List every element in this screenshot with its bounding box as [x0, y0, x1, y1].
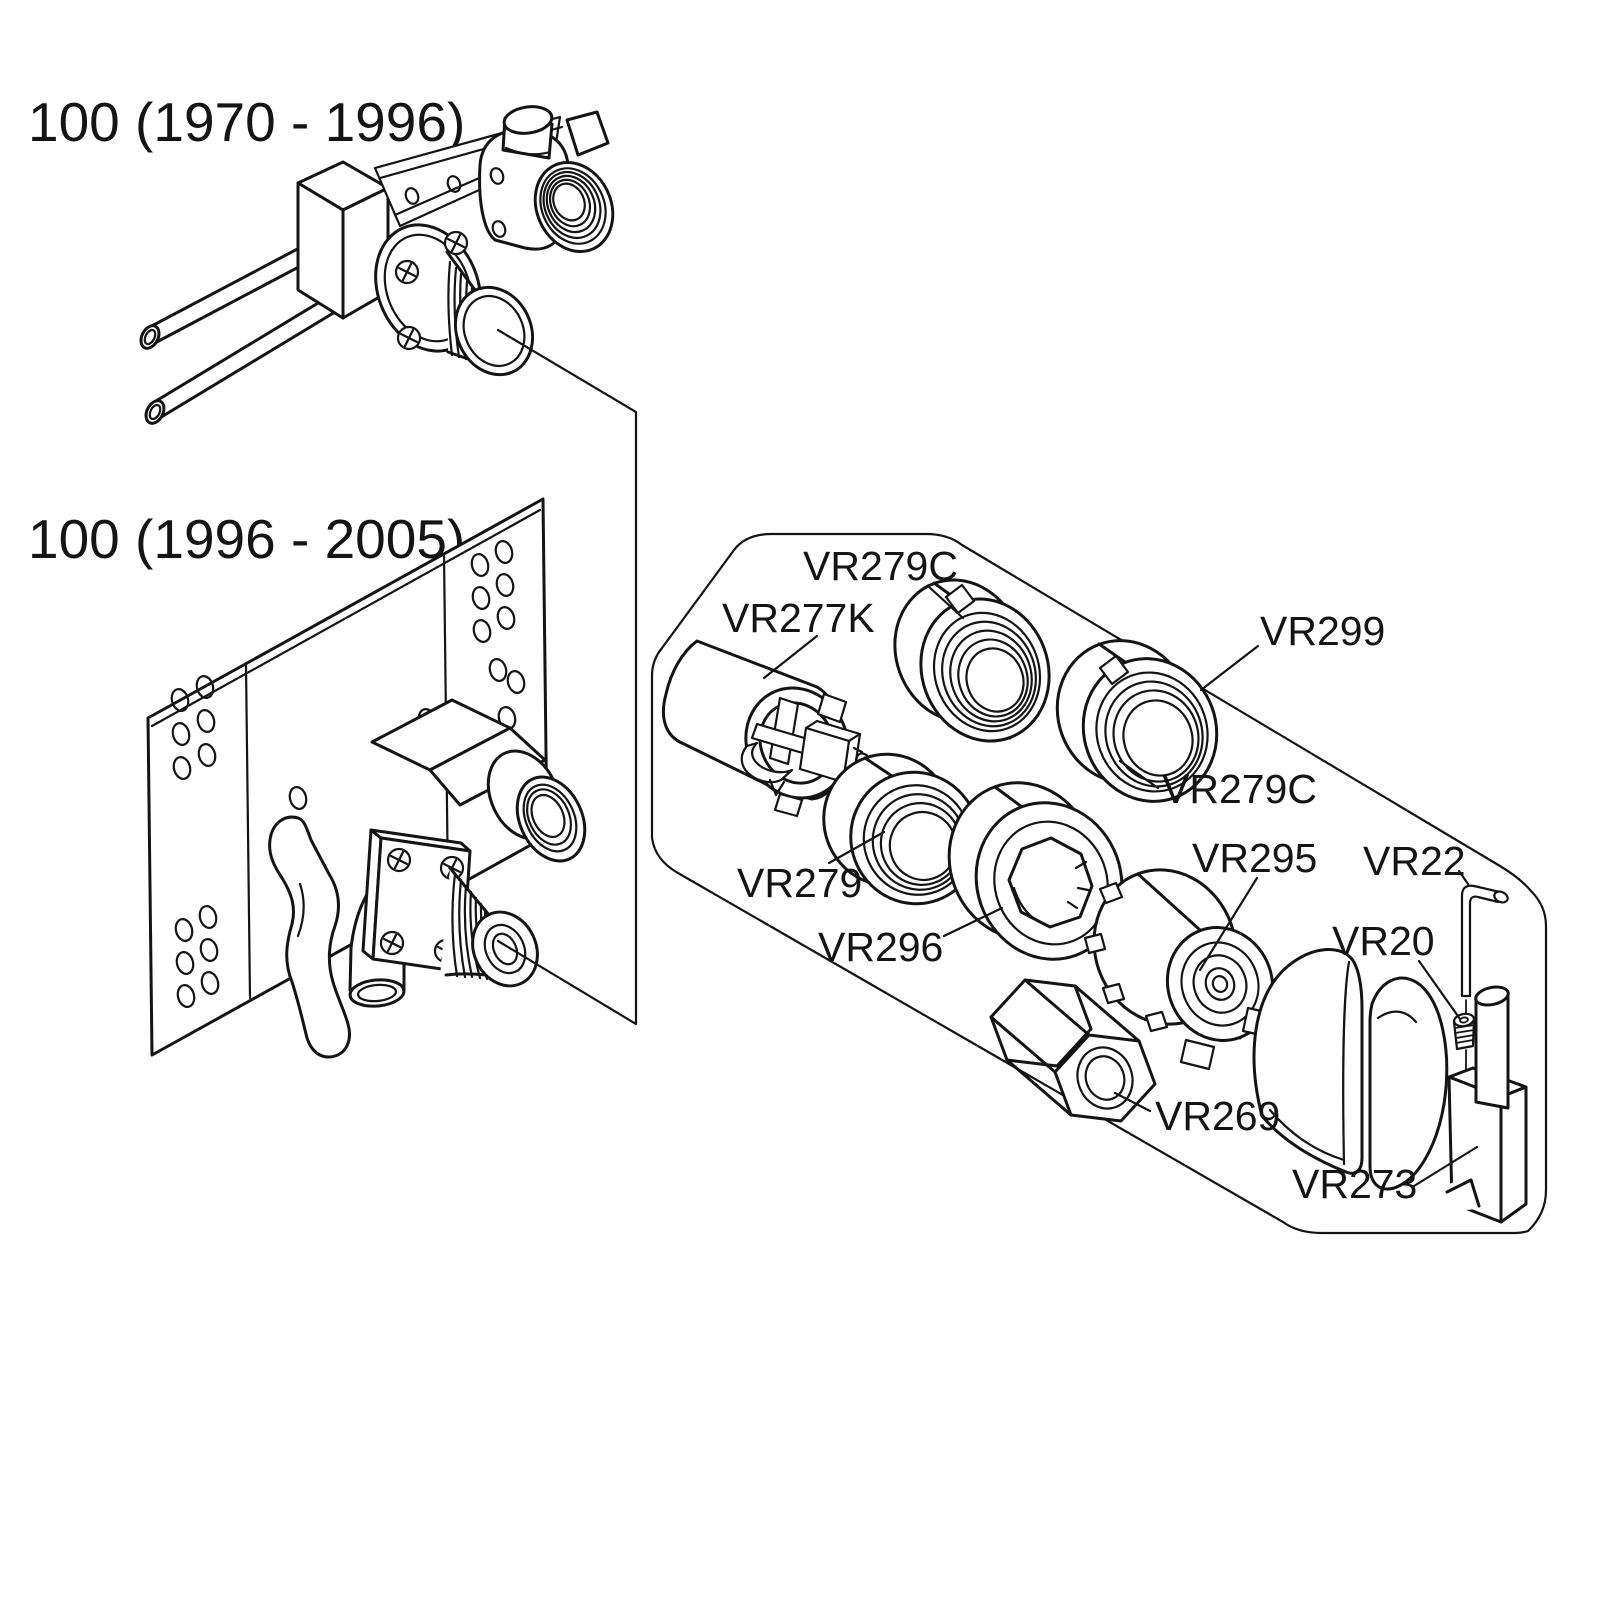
flange-screw [394, 259, 420, 285]
leader-vr279c-top [926, 584, 965, 620]
title-1996-2005: 100 (1996 - 2005) [28, 508, 465, 570]
part-vr279c-sleeve-right [1055, 639, 1219, 803]
callout-leader-lines [762, 584, 1479, 1188]
side-tab [565, 110, 610, 157]
valve-assembly-1970-1996 [139, 105, 615, 425]
leader-vr22 [1457, 869, 1470, 886]
part-label-vr299: VR299 [1260, 608, 1385, 654]
part-label-vr20: VR20 [1332, 918, 1435, 964]
leader-vr273 [1412, 1145, 1479, 1188]
leader-vr269 [1113, 1091, 1152, 1113]
part-label-vr296: VR296 [818, 924, 943, 970]
part-label-vr22: VR22 [1363, 838, 1466, 884]
valve-assembly-1996-2005 [146, 497, 587, 1059]
part-vr22-hex-key [1460, 884, 1509, 1087]
part-label-vr269: VR269 [1155, 1093, 1280, 1139]
trim-kit-panel [650, 532, 1548, 1235]
leader-vr295 [1198, 876, 1259, 972]
leader-vr20 [1417, 959, 1462, 1021]
part-vr295-adjust-dial [1083, 868, 1275, 1071]
flange-screw [386, 847, 412, 873]
leader-vr279c-right [1118, 759, 1160, 790]
cast-elbow [268, 815, 351, 1059]
leader-vr279 [827, 830, 886, 865]
part-label-vr277k: VR277K [722, 595, 875, 641]
leader-vr299 [1199, 644, 1260, 692]
flange-screw [443, 230, 469, 256]
leader-vr296 [942, 906, 1004, 938]
title-1970-1996: 100 (1970 - 1996) [28, 91, 465, 153]
part-vr296-stop-ring [947, 781, 1124, 961]
assembly-leader-line [496, 328, 638, 1026]
part-label-vr295: VR295 [1192, 835, 1317, 881]
part-label-vr279c-top: VR279C [803, 543, 958, 589]
part-label-vr279: VR279 [737, 860, 862, 906]
flange-screw [379, 930, 405, 956]
part-handle-shell [1252, 947, 1449, 1191]
flange-screw [396, 325, 422, 351]
part-vr20-set-screw [1452, 1012, 1476, 1051]
part-label-vr279c-right: VR279C [1162, 766, 1317, 812]
leader-vr277k [762, 634, 819, 680]
part-label-vr273: VR273 [1292, 1161, 1417, 1207]
part-vr279c-sleeve-top [893, 578, 1051, 743]
part-vr279-sleeve [822, 752, 981, 906]
